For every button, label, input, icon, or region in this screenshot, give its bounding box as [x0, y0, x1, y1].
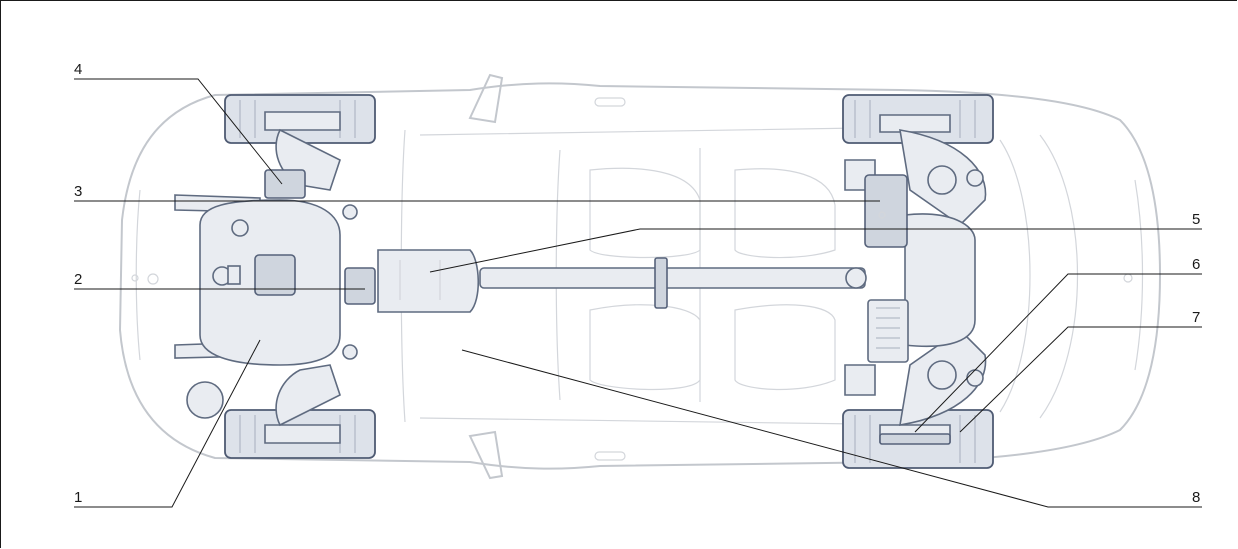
leader-line-7 [959, 326, 1202, 433]
rear-battery-module [867, 299, 909, 363]
front-gearbox [344, 267, 376, 305]
callout-8: 8 [1192, 489, 1200, 506]
rear-steering-rack [879, 433, 951, 445]
ev-motor-housing [199, 199, 341, 366]
drive-shaft [479, 257, 867, 309]
leader-line-4 [74, 78, 283, 185]
leader-line-5 [429, 228, 1202, 273]
rear-subframe [904, 213, 976, 348]
front-strut-tower [264, 169, 306, 199]
callout-1: 1 [74, 489, 82, 506]
rear-control-unit [864, 174, 908, 248]
expansion-tank [186, 381, 224, 419]
leader-line-6 [914, 273, 1202, 433]
callout-labels: 1 2 3 4 5 6 7 8 [74, 61, 1200, 506]
leader-line-8 [461, 349, 1202, 508]
callout-6: 6 [1192, 256, 1200, 273]
leader-line-1 [74, 339, 261, 508]
leader-lines [74, 78, 1202, 508]
callout-5: 5 [1192, 211, 1200, 228]
callout-2: 2 [74, 271, 82, 288]
callout-7: 7 [1192, 309, 1200, 326]
central-battery-tunnel [377, 249, 480, 313]
callout-3: 3 [74, 183, 82, 200]
callout-4: 4 [74, 61, 82, 78]
